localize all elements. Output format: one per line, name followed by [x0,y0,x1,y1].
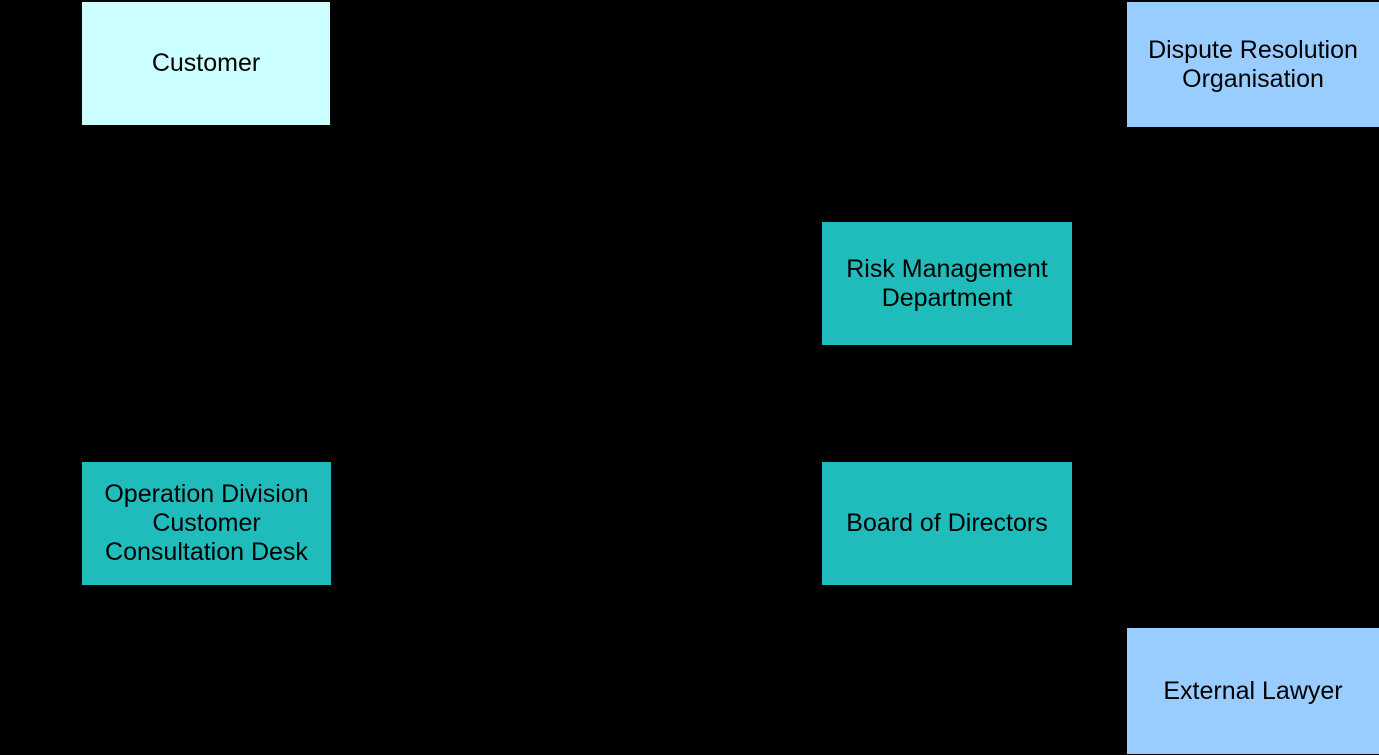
node-dispute-resolution-organisation: Dispute Resolution Organisation [1127,2,1379,127]
node-board-of-directors: Board of Directors [822,462,1072,585]
node-external-lawyer: External Lawyer [1127,628,1379,754]
node-customer: Customer [82,2,330,125]
node-risk-management-department: Risk Management Department [822,222,1072,345]
node-operation-division-customer-consultation-desk: Operation Division Customer Consultation… [82,462,331,585]
